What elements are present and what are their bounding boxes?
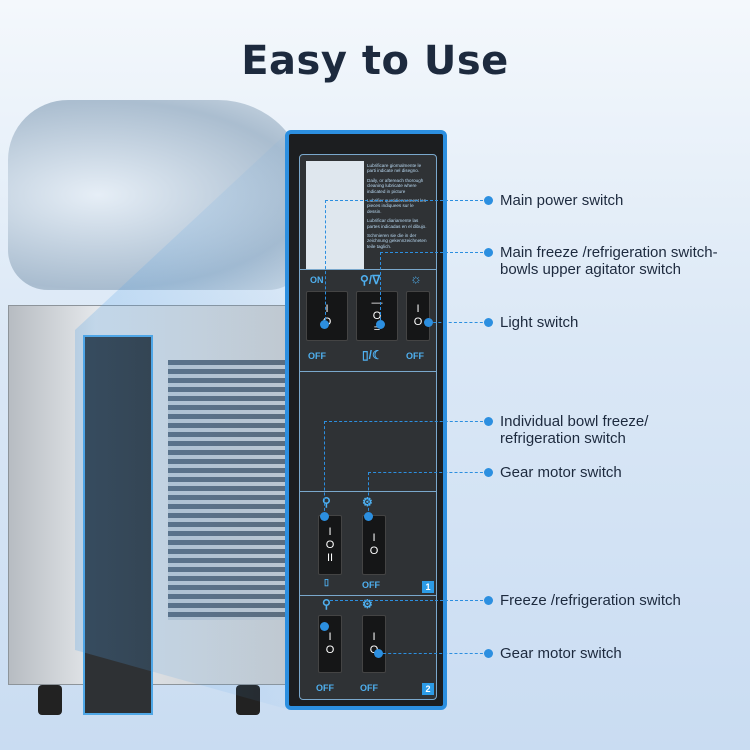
callout-freeze-switch: Freeze /refrigeration switch	[500, 592, 681, 609]
bowl-icon: ⚲	[322, 495, 331, 509]
gear-icon: ⚙	[362, 495, 373, 509]
machine-control-panel	[83, 335, 153, 715]
lubrication-sticker: Lubrificare giornalmente le parti indica…	[306, 161, 432, 269]
lubrication-diagram-icon	[306, 161, 364, 269]
sticker-text: Schmieren sie die in der zeichnung geken…	[367, 233, 427, 249]
callout-gear-motor-switch: Gear motor switch	[500, 464, 622, 481]
on-label: ON	[310, 275, 324, 285]
machine-foot	[236, 685, 260, 715]
bowl-icon: ⚲	[322, 597, 331, 611]
callout-main-freeze-switch: Main freeze /refrigeration switch-bowls …	[500, 244, 718, 278]
callout-individual-bowl-switch: Individual bowl freeze/ refrigeration sw…	[500, 413, 649, 447]
main-freeze-switch[interactable]: —O=	[356, 291, 398, 341]
callout-light-switch: Light switch	[500, 314, 579, 331]
off-label: OFF	[316, 683, 334, 693]
bowl-number-badge: 1	[422, 581, 434, 593]
control-panel-closeup: Lubrificare giornalmente le parti indica…	[285, 130, 447, 710]
sticker-text: Lubrificar diariamente las partes indica…	[367, 218, 427, 229]
cup-spoon-icon: ⚲/ᐁ	[360, 273, 381, 287]
off-label: OFF	[362, 580, 380, 590]
bowl2-gear-motor-switch[interactable]: IO	[362, 615, 386, 673]
main-power-switch[interactable]: IO	[306, 291, 348, 341]
machine-foot	[38, 685, 62, 715]
slush-machine-image	[8, 90, 308, 715]
sticker-text: Lubrificare giornalmente le parti indica…	[367, 163, 422, 174]
machine-vent	[168, 360, 288, 620]
callout-gear-motor-switch-2: Gear motor switch	[500, 645, 622, 662]
gear-icon: ⚙	[362, 597, 373, 611]
sticker-text: Daily, or aftereach thorough cleaning lu…	[367, 177, 424, 194]
callout-main-power-switch: Main power switch	[500, 192, 624, 209]
bowl-number-badge: 2	[422, 683, 434, 695]
page-title: Easy to Use	[241, 38, 509, 84]
off-label: OFF	[308, 351, 326, 361]
off-label: OFF	[360, 683, 378, 693]
glass-moon-icon: ▯/☾	[362, 348, 383, 362]
off-label: OFF	[406, 351, 424, 361]
glass-icon: ▯	[324, 577, 329, 587]
machine-bowls	[8, 100, 308, 290]
light-icon: ☼	[410, 271, 422, 286]
